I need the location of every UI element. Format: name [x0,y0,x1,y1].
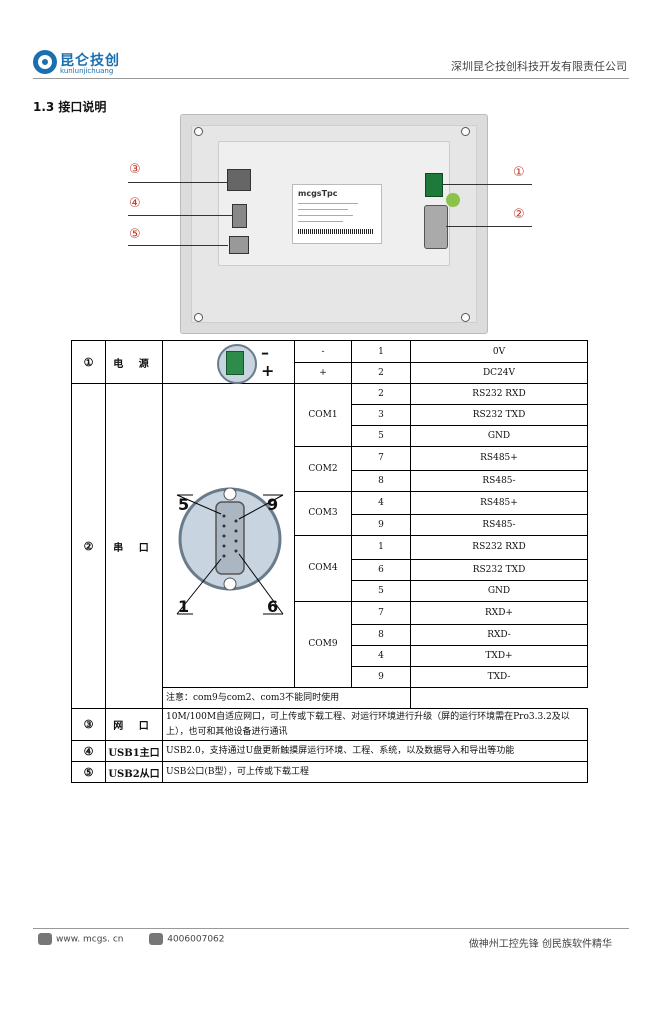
screw-icon [461,127,470,136]
usb1-label: USB1主口 [105,740,163,762]
pin-signal: RS232 TXD [410,404,588,426]
ground-badge-icon [446,193,460,207]
callout-2: ② [513,207,525,222]
terminal-block-icon [226,351,244,375]
ethernet-port-icon [227,169,251,191]
pin-num: 4 [351,490,411,515]
pin-num: 5 [351,579,411,602]
pin-signal: RXD+ [410,600,588,625]
db9-port-icon [424,205,448,249]
pin-signal: TXD+ [410,645,588,667]
pin-label: 1 [178,597,190,616]
callout-1: ① [513,165,525,180]
usb1-desc: USB2.0，支持通过U盘更新触摸屏运行环境、工程、系统，以及数据导入和导出等功… [162,740,588,762]
logo-subtext: kunlunjichuang [60,67,114,75]
screw-icon [194,313,203,322]
serial-num: ② [71,383,106,709]
footer-phone: 4006007062 [167,934,225,945]
com-name: COM9 [294,600,352,688]
pin-num: 3 [351,404,411,426]
pin-num: 8 [351,624,411,646]
net-num: ③ [71,708,106,741]
power-signal: DC24V [410,362,588,384]
header-divider [33,78,629,79]
pin-num: 5 [351,425,411,447]
pin-num: 9 [351,666,411,688]
footer-slogan: 做神州工控先锋 创民族软件精华 [468,939,612,950]
screw-icon [461,313,470,322]
usb2-label: USB2从口 [105,761,163,783]
pin-signal: RXD- [410,624,588,646]
pin-num: 4 [351,645,411,667]
footer-contact: www. mcgs. cn 4006007062 [38,933,225,945]
pin-num: 6 [351,558,411,581]
com-name: COM3 [294,490,352,536]
logo-text: 昆仑技创 [60,53,120,69]
globe-icon [38,933,52,945]
power-terminal-icon [425,173,443,197]
com-name: COM2 [294,446,352,492]
callout-4: ④ [129,196,141,211]
pin-signal: TXD- [410,666,588,688]
pin-label: 5 [178,495,190,514]
pin-signal: GND [410,425,588,447]
usb-b-port-icon [229,236,249,254]
pin-signal: RS485+ [410,446,588,471]
pin-label: 6 [267,597,279,616]
pin-num: 7 [351,600,411,625]
pin-num: 8 [351,469,411,492]
pin-signal: RS232 RXD [410,535,588,560]
usb-a-port-icon [232,204,247,228]
phone-icon [149,933,164,945]
power-label: 电 源 [105,340,163,384]
callout-line [446,226,532,227]
usb2-desc: USB公口(B型），可上传或下载工程 [162,761,588,783]
pin-num: 7 [351,446,411,471]
power-connector-cell: – + [162,340,295,384]
pin-signal: GND [410,579,588,602]
power-sign: + [294,362,352,384]
footer-website: www. mcgs. cn [56,934,124,945]
plus-icon: + [261,361,275,380]
callout-3: ③ [129,162,141,177]
pin-signal: RS485+ [410,490,588,515]
db9-diagram-cell: 5 9 1 6 [162,383,295,688]
power-pin: 2 [351,362,411,384]
net-label: 网 口 [105,708,163,741]
pin-label: 9 [267,495,279,514]
pin-signal: RS485- [410,514,588,536]
callout-line [128,182,228,183]
serial-note: 注意：com9与com2、com3不能同时使用 [162,687,411,709]
usb1-num: ④ [71,740,106,762]
callout-5: ⑤ [129,227,141,242]
pin-signal: RS232 TXD [410,558,588,581]
screw-icon [194,127,203,136]
device-nameplate: mcgsTpc [292,184,382,244]
power-num: ① [71,340,106,384]
db9-pinout-diagram [176,487,284,615]
logo-mark-icon [33,50,57,74]
power-signal: 0V [410,340,588,363]
minus-icon: – [261,343,269,362]
pin-num: 1 [351,535,411,560]
pin-signal: RS232 RXD [410,383,588,405]
pin-signal: RS485- [410,469,588,492]
callout-line [442,184,532,185]
callout-line [128,245,228,246]
callout-line [128,215,232,216]
com-name: COM1 [294,383,352,447]
pin-num: 2 [351,383,411,405]
net-desc: 10M/100M自适应网口，可上传或下载工程、对运行环境进行升级（屏的运行环境需… [162,708,588,741]
company-logo: 昆仑技创 kunlunjichuang [33,50,119,78]
section-title: 1.3 接口说明 [33,100,107,114]
com-name: COM4 [294,535,352,602]
power-pin: 1 [351,340,411,363]
usb2-num: ⑤ [71,761,106,783]
power-sign: - [294,340,352,363]
pin-num: 9 [351,514,411,536]
footer-divider [33,928,629,929]
company-name: 深圳昆仑技创科技开发有限责任公司 [451,60,627,73]
serial-label: 串 口 [105,383,163,709]
interface-table: ① 电 源 – + - 1 0V + 2 DC24V ② 串 口 [71,340,588,783]
